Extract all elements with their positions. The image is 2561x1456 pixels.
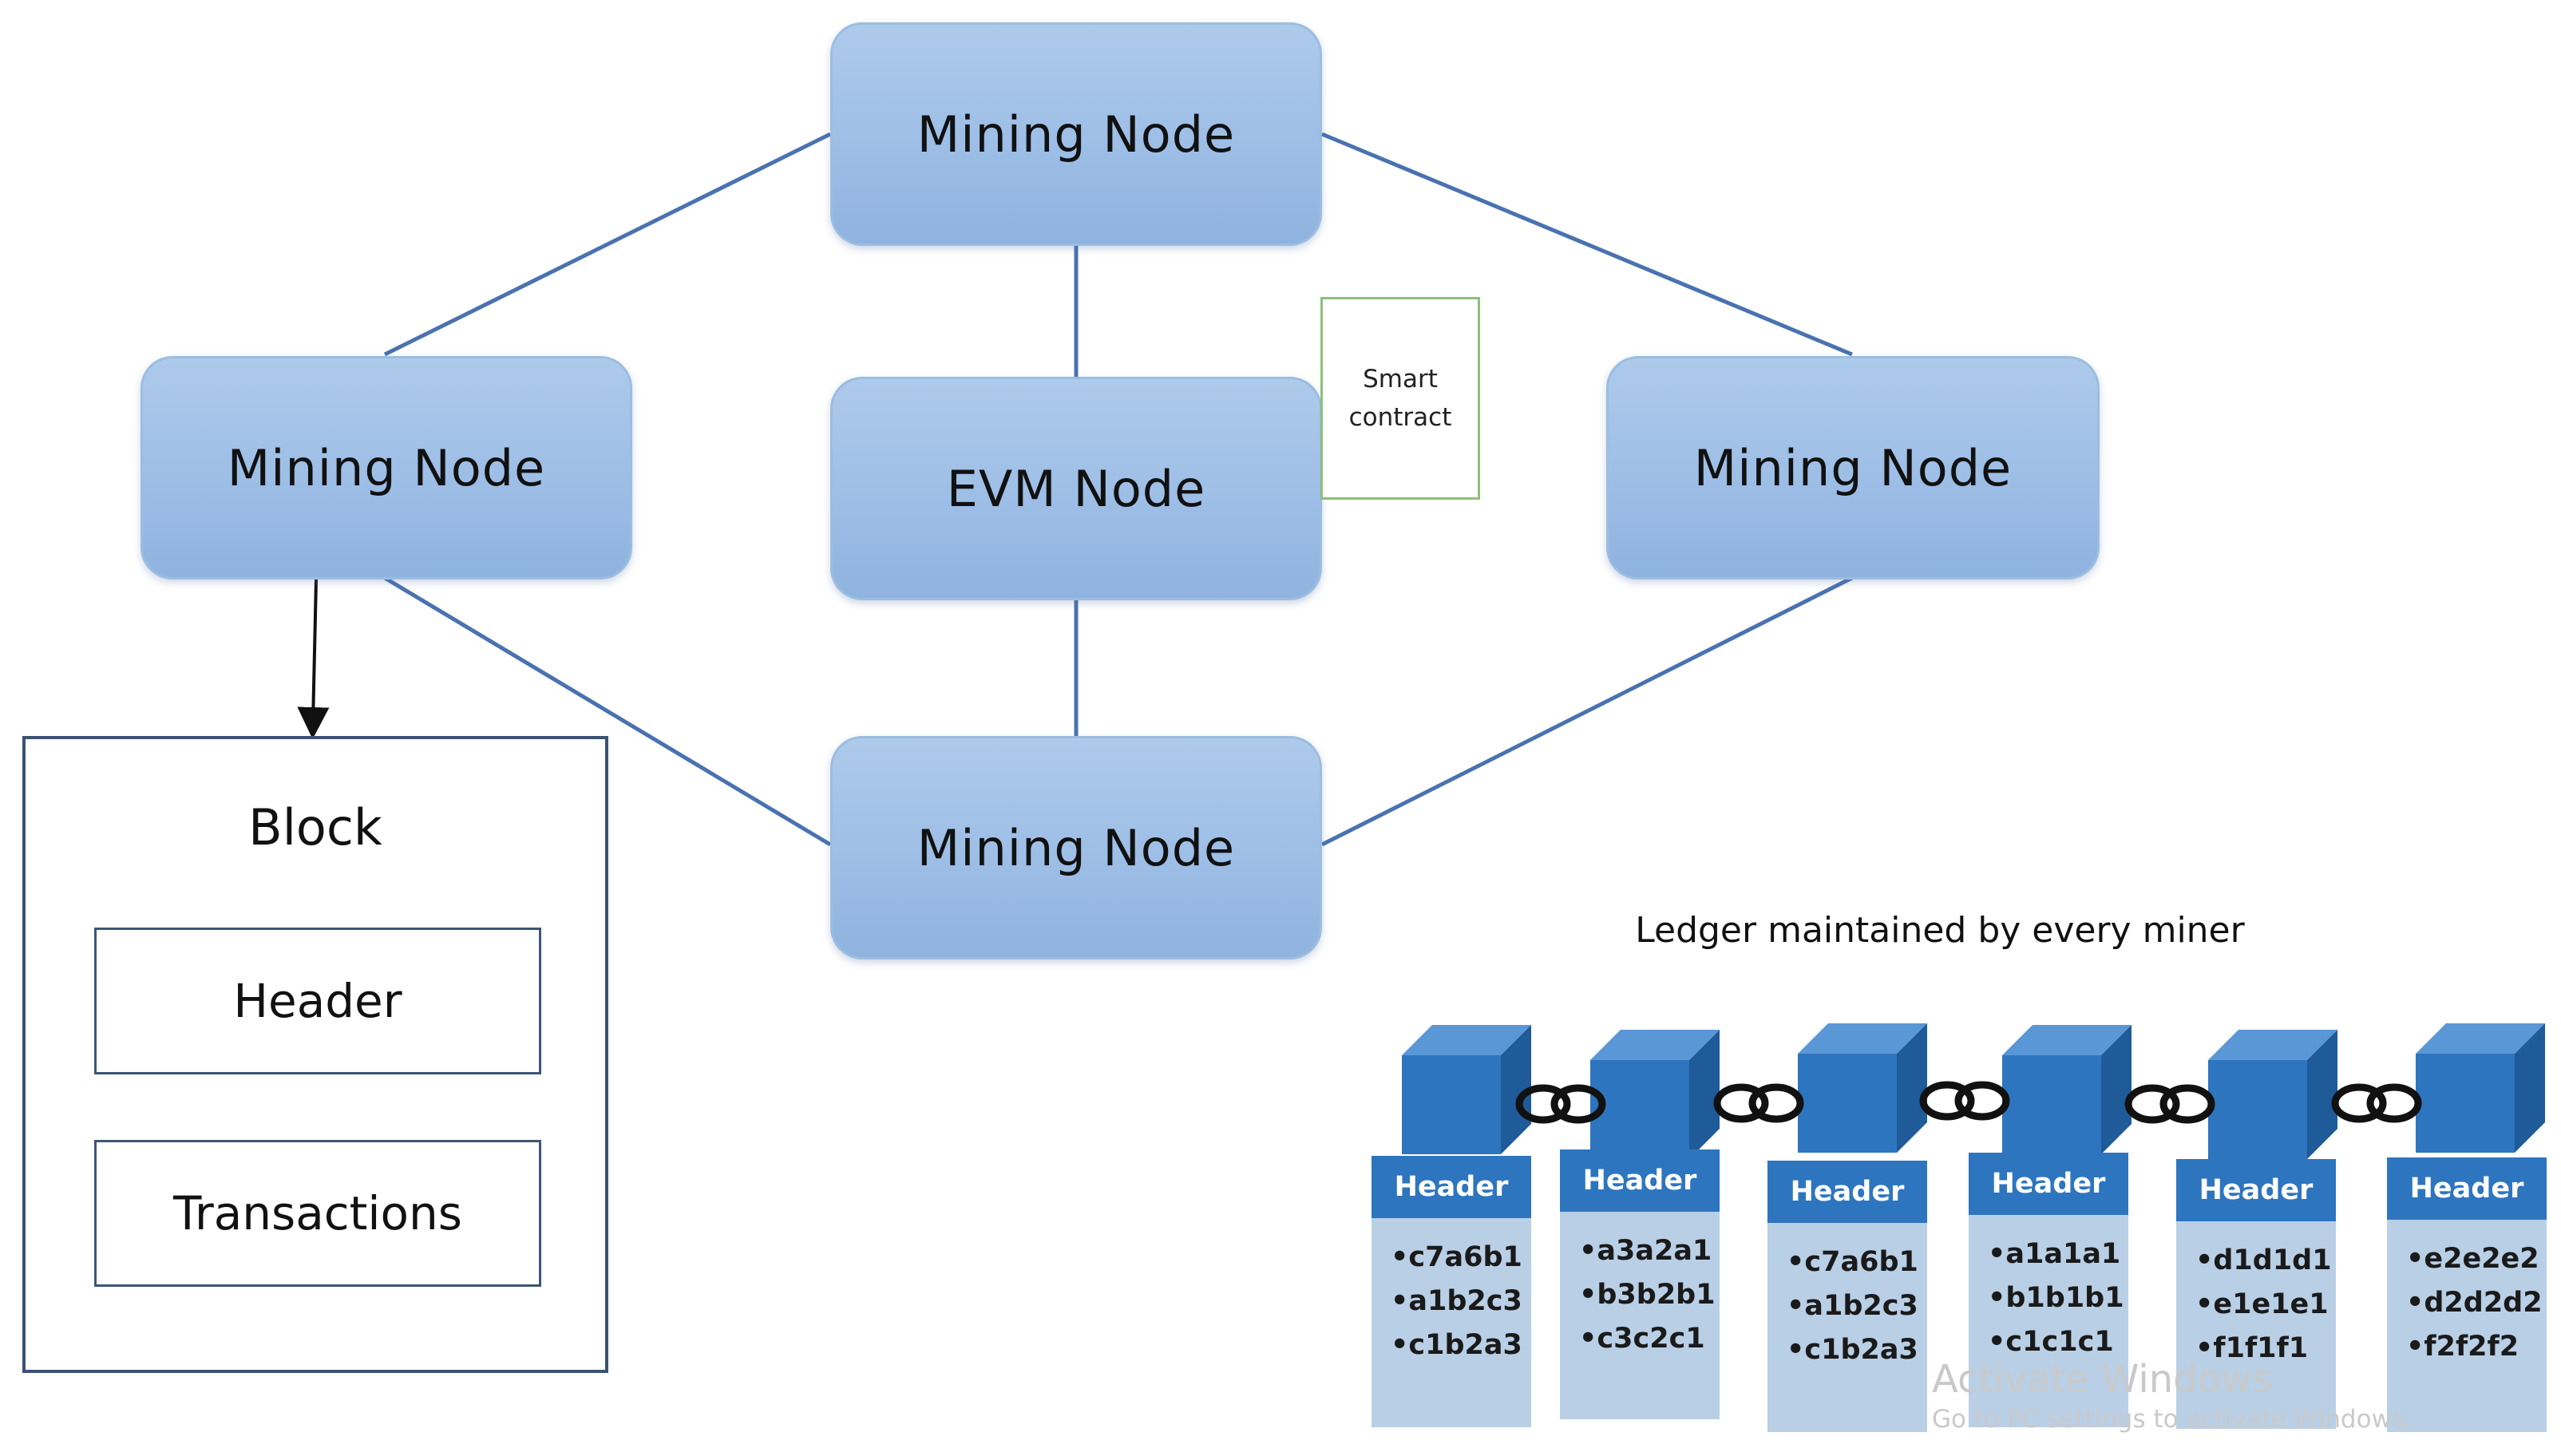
ledger-title: Ledger maintained by every miner bbox=[1635, 910, 2245, 951]
block-transactions: Transactions bbox=[94, 1140, 541, 1287]
ledger-block-header: Header bbox=[2387, 1157, 2547, 1220]
ledger-block-header: Header bbox=[1372, 1156, 1531, 1218]
ledger-cube-4 bbox=[2002, 1025, 2132, 1154]
ledger-block-header: Header bbox=[1969, 1153, 2128, 1215]
block-header: Header bbox=[94, 928, 541, 1074]
chain-link-3 bbox=[1919, 1081, 2010, 1121]
ledger-item: •a3a2a1 bbox=[1579, 1235, 1712, 1267]
block-box: Block Header Transactions bbox=[22, 736, 608, 1373]
ledger-item: •d2d2d2 bbox=[2406, 1287, 2543, 1319]
edge-top-left bbox=[383, 132, 832, 357]
mining-node-top: Mining Node bbox=[830, 22, 1322, 246]
ledger-item: •b3b2b1 bbox=[1579, 1279, 1716, 1311]
ledger-item: •c1b2a3 bbox=[1391, 1329, 1522, 1361]
ledger-item: •c3c2c1 bbox=[1579, 1323, 1705, 1355]
ledger-item: •c1b2a3 bbox=[1787, 1334, 1918, 1366]
mining-node-right: Mining Node bbox=[1606, 356, 2100, 580]
ledger-cube-3 bbox=[1798, 1023, 1927, 1153]
ledger-item: •c1c1c1 bbox=[1988, 1326, 2114, 1358]
edge-left-bottom bbox=[383, 576, 832, 847]
ledger-item: •e1e1e1 bbox=[2195, 1288, 2329, 1320]
ledger-block-header: Header bbox=[2176, 1159, 2336, 1221]
ledger-item: •e2e2e2 bbox=[2406, 1243, 2539, 1275]
ledger-cube-1 bbox=[1402, 1025, 1531, 1154]
ledger-item: •f2f2f2 bbox=[2406, 1331, 2519, 1363]
chain-link-1 bbox=[1515, 1084, 1606, 1124]
chain-link-4 bbox=[2124, 1084, 2215, 1124]
ledger-item: •a1b2c3 bbox=[1787, 1290, 1918, 1322]
ledger-block-2: Header •a3a2a1 •b3b2b1 •c3c2c1 bbox=[1560, 1149, 1720, 1419]
ledger-cube-5 bbox=[2208, 1030, 2337, 1159]
mining-node-bottom: Mining Node bbox=[830, 736, 1322, 959]
ledger-cube-2 bbox=[1590, 1030, 1720, 1159]
chain-link-2 bbox=[1713, 1083, 1804, 1123]
ledger-block-header: Header bbox=[1767, 1161, 1927, 1223]
smart-contract-box: Smart contract bbox=[1320, 297, 1480, 500]
ledger-item: •b1b1b1 bbox=[1988, 1282, 2124, 1314]
edge-right-bottom bbox=[1320, 576, 1854, 847]
mining-node-left: Mining Node bbox=[141, 356, 632, 580]
edge-top-right bbox=[1321, 132, 1853, 357]
ledger-block-6: Header •e2e2e2 •d2d2d2 •f2f2f2 bbox=[2387, 1157, 2547, 1432]
ledger-item: •d1d1d1 bbox=[2195, 1244, 2332, 1276]
watermark-line2: Go to PC settings to activate Windows. bbox=[1932, 1405, 2413, 1434]
evm-node: EVM Node bbox=[830, 377, 1322, 600]
ledger-cube-6 bbox=[2416, 1023, 2545, 1153]
ledger-item: •a1b2c3 bbox=[1391, 1285, 1522, 1317]
block-arrow bbox=[297, 579, 330, 739]
block-title: Block bbox=[248, 798, 382, 857]
ledger-item: •c7a6b1 bbox=[1787, 1246, 1918, 1278]
chain-link-5 bbox=[2331, 1083, 2422, 1123]
ledger-block-header: Header bbox=[1560, 1149, 1720, 1212]
ledger-item: •a1a1a1 bbox=[1988, 1238, 2121, 1270]
ledger-block-4: Header •a1a1a1 •b1b1b1 •c1c1c1 bbox=[1969, 1153, 2128, 1427]
ledger-item: •f1f1f1 bbox=[2195, 1332, 2309, 1364]
ledger-block-1: Header •c7a6b1 •a1b2c3 •c1b2a3 bbox=[1372, 1156, 1531, 1427]
ledger-item: •c7a6b1 bbox=[1391, 1241, 1522, 1273]
ledger-block-3: Header •c7a6b1 •a1b2c3 •c1b2a3 bbox=[1767, 1161, 1927, 1432]
activate-windows-watermark: Activate Windows Go to PC settings to ac… bbox=[1932, 1357, 2413, 1434]
watermark-line1: Activate Windows bbox=[1932, 1357, 2273, 1402]
ledger-block-5: Header •d1d1d1 •e1e1e1 •f1f1f1 bbox=[2176, 1159, 2336, 1429]
